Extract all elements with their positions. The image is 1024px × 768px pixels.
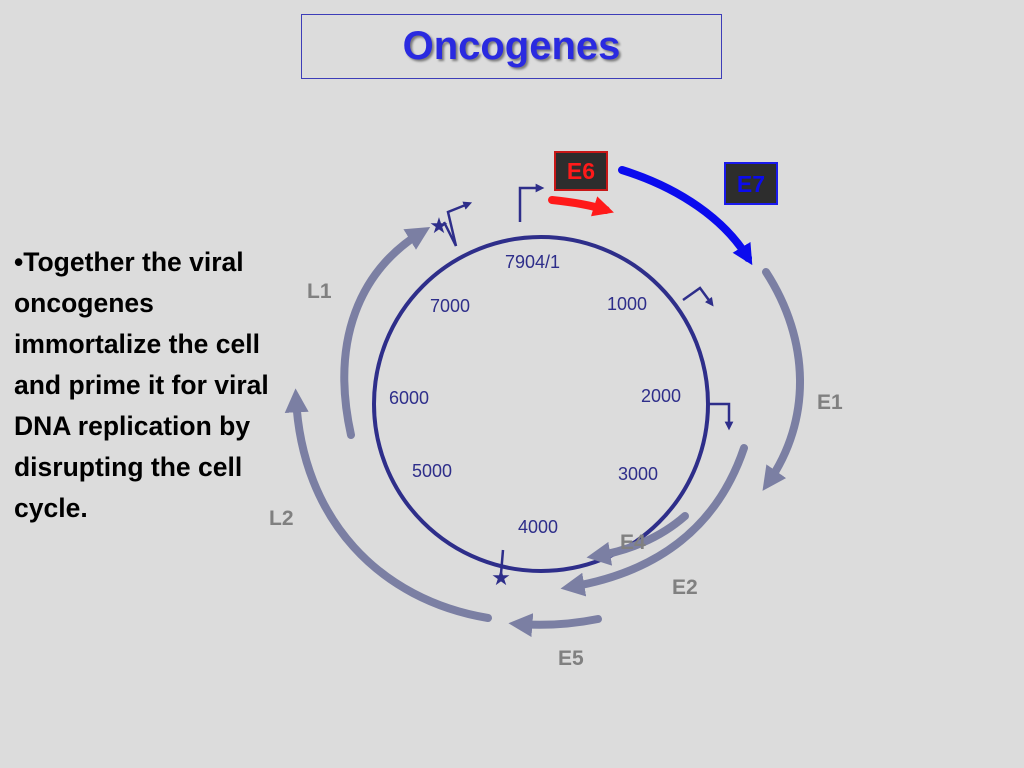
e7-badge — [724, 162, 778, 205]
e6-label: E6 — [567, 158, 595, 184]
gene-label-e2: E2 — [672, 576, 698, 599]
polya-tick-early — [499, 549, 505, 575]
slide-title: Oncogenes — [402, 24, 621, 68]
gene-label-e1: E1 — [817, 391, 843, 414]
e1-arrow — [762, 268, 804, 491]
polya-tick-late — [442, 221, 458, 247]
position-label-6000: 6000 — [389, 388, 429, 408]
e7-label: E7 — [737, 171, 765, 197]
position-label-1000: 1000 — [607, 294, 647, 314]
e7-arrow — [618, 166, 753, 266]
position-label-5000: 5000 — [412, 461, 452, 481]
promoter-1000 — [682, 286, 714, 307]
e4-arrow — [586, 512, 689, 566]
promoter-p97 — [518, 183, 545, 222]
gene-label-e4: E4 — [620, 531, 646, 554]
bullet-text: •Together the viral oncogenes immortaliz… — [14, 247, 269, 523]
l1-arrow — [340, 226, 431, 439]
l2-arrow — [284, 388, 492, 622]
gene-label-e5: E5 — [558, 647, 584, 670]
position-label-3000: 3000 — [618, 464, 658, 484]
position-label-2000: 2000 — [641, 386, 681, 406]
e5-arrow — [508, 613, 602, 638]
promoter-late — [446, 201, 473, 247]
position-label-4000: 4000 — [518, 517, 558, 537]
position-label-7904: 7904/1 — [505, 252, 560, 272]
title-box: Oncogenes — [301, 14, 722, 79]
position-label-7000: 7000 — [430, 296, 470, 316]
e6-arrow — [548, 196, 614, 217]
e2-arrow — [560, 444, 748, 597]
gene-label-l1: L1 — [307, 280, 332, 303]
gene-label-l2: L2 — [269, 507, 294, 530]
promoter-2000 — [707, 402, 734, 431]
polya-star-late-icon: ★ — [429, 214, 449, 239]
e6-badge — [554, 151, 608, 191]
polya-star-early-icon: ★ — [491, 566, 511, 591]
